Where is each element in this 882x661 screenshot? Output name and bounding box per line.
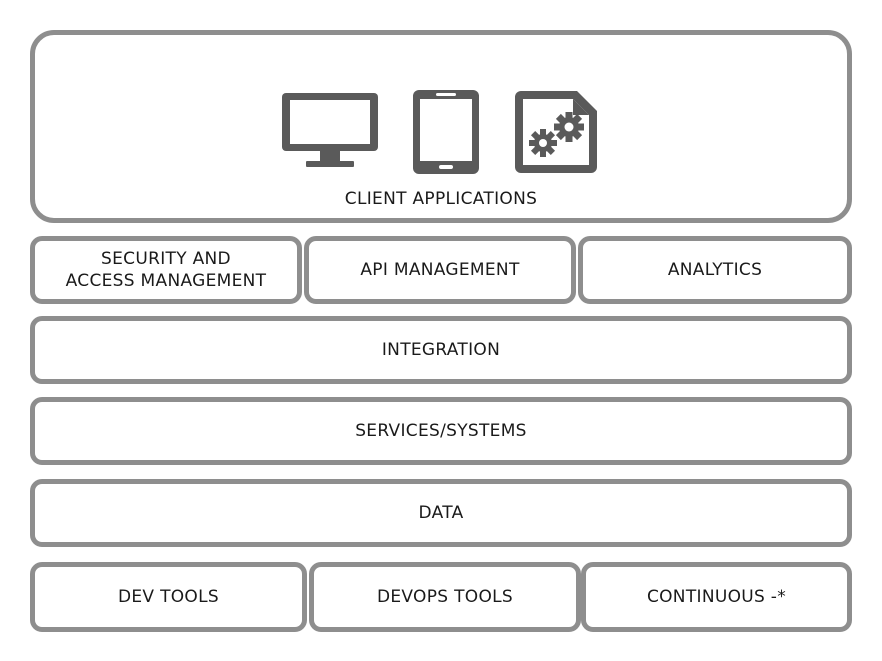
integration-layer: INTEGRATION — [30, 316, 852, 384]
client-applications-layer: CLIENT APPLICATIONS — [30, 30, 852, 223]
data-layer: DATA — [30, 479, 852, 547]
devops-tools-label: DEVOPS TOOLS — [377, 587, 513, 607]
api-management-layer: API MANAGEMENT — [304, 236, 576, 304]
tablet-icon — [413, 90, 479, 174]
data-label: DATA — [418, 503, 464, 523]
dev-tools-layer: DEV TOOLS — [30, 562, 307, 632]
continuous-layer: CONTINUOUS -* — [581, 562, 852, 632]
continuous-label: CONTINUOUS -* — [646, 587, 787, 607]
client-icons-group — [35, 85, 847, 175]
integration-label: INTEGRATION — [381, 340, 501, 360]
dev-tools-label: DEV TOOLS — [118, 587, 219, 607]
analytics-label: ANALYTICS — [667, 260, 763, 280]
security-access-management-label: SECURITY AND ACCESS MANAGEMENT — [65, 249, 267, 291]
security-access-management-layer: SECURITY AND ACCESS MANAGEMENT — [30, 236, 302, 304]
app-settings-gears-icon — [515, 91, 597, 173]
api-management-label: API MANAGEMENT — [360, 260, 520, 280]
desktop-monitor-icon — [282, 93, 378, 167]
client-applications-label: CLIENT APPLICATIONS — [344, 189, 538, 209]
analytics-layer: ANALYTICS — [578, 236, 852, 304]
services-systems-label: SERVICES/SYSTEMS — [355, 421, 527, 441]
devops-tools-layer: DEVOPS TOOLS — [309, 562, 581, 632]
services-systems-layer: SERVICES/SYSTEMS — [30, 397, 852, 465]
